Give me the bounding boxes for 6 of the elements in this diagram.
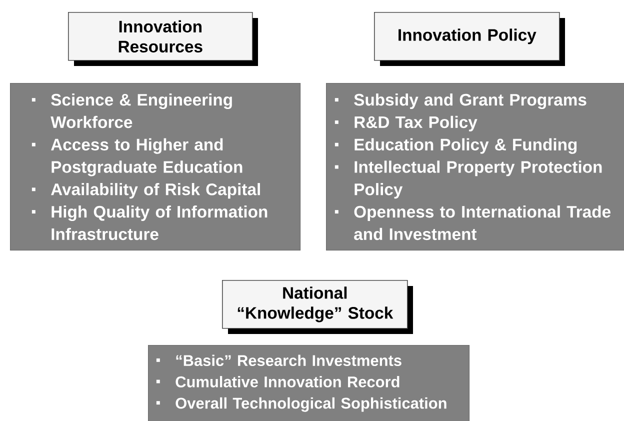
bullet-list-panel: “Basic” Research Investments Cumulative Innovation Record Overall Technological Sophistication	[148, 345, 470, 421]
title-box: Innovation Policy	[374, 12, 565, 66]
title-box: Innovation Resources	[68, 12, 258, 66]
bullet-list-panel: Subsidy and Grant Programs R&D Tax Policy Education Policy & Funding Intellectual Property Protection Policy Openness to International Trade and Investment	[326, 83, 624, 251]
title-box: National “Knowledge” Stock	[222, 280, 413, 334]
bullet-list-panel: Science & Engineering Workforce Access to Higher and Postgraduate Education Availability of Risk Capital High Quality of Information Infrastructure	[10, 83, 301, 251]
